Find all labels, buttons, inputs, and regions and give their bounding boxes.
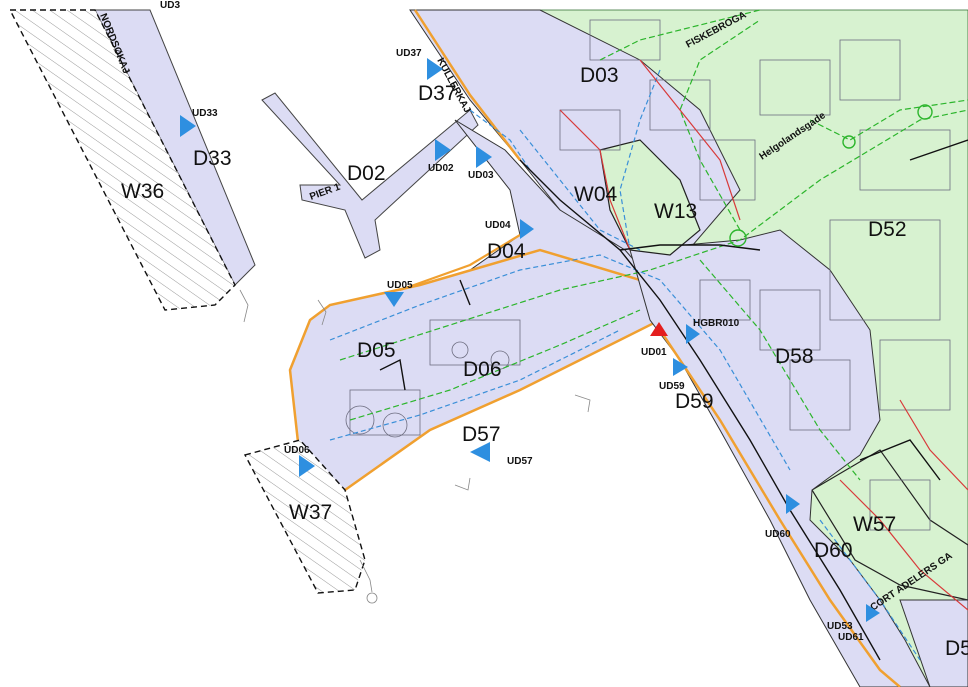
zone-label-d03: D03 <box>580 64 619 87</box>
outlet-label-ud59: UD59 <box>659 381 685 392</box>
zone-label-d05: D05 <box>357 339 396 362</box>
outlet-label-ud01: UD01 <box>641 347 667 358</box>
zone-label-w36: W36 <box>121 180 164 203</box>
outlet-marker-ud33[interactable] <box>180 115 196 137</box>
district-d5-corner <box>899 599 968 687</box>
outlet-label-ud57: UD57 <box>507 456 533 467</box>
street-label-top-partial: UD3 <box>160 0 180 11</box>
hatched-area-w37 <box>243 439 366 594</box>
outlet-label-ud04: UD04 <box>485 220 511 231</box>
outlet-label-ud33: UD33 <box>192 108 218 119</box>
zone-label-w13: W13 <box>654 200 697 223</box>
outlet-label-ud03: UD03 <box>468 170 494 181</box>
outlet-label-ud05: UD05 <box>387 280 413 291</box>
outlet-marker-ud06[interactable] <box>299 455 315 477</box>
outlet-label-ud37: UD37 <box>396 48 422 59</box>
outlet-marker-ud01[interactable] <box>650 322 668 336</box>
pipe-network-black <box>379 139 968 661</box>
zone-label-d02: D02 <box>347 162 386 185</box>
boundary-orange-east <box>658 329 901 687</box>
zone-label-d60: D60 <box>814 539 853 562</box>
zone-label-d58: D58 <box>775 345 814 368</box>
hatched-area-w36 <box>8 9 236 311</box>
zone-label-d59: D59 <box>675 390 714 413</box>
quay-details <box>239 289 591 604</box>
outlet-marker-ud37[interactable] <box>427 58 443 80</box>
boundary-orange-main <box>413 9 521 161</box>
zone-label-w37: W37 <box>289 501 332 524</box>
outlet-marker-ud05[interactable] <box>384 292 404 307</box>
pipe-network-blue <box>329 69 921 661</box>
outlet-marker-ud02[interactable] <box>435 139 451 161</box>
outlet-marker-ud60[interactable] <box>786 494 800 514</box>
zone-label-d5: D5 <box>945 637 968 660</box>
outlet-marker-hgbr010[interactable] <box>686 324 700 344</box>
zone-label-d33: D33 <box>193 147 232 170</box>
outlet-label-ud61: UD61 <box>838 632 864 643</box>
district-d02-pier <box>261 92 479 259</box>
building-outlines <box>345 19 951 531</box>
outlet-label-ud06: UD06 <box>284 445 310 456</box>
outlet-label-ud02: UD02 <box>428 163 454 174</box>
zone-label-d37: D37 <box>418 82 457 105</box>
outlet-label-hgbr010: HGBR010 <box>693 318 740 329</box>
pipe-network-red <box>559 59 968 611</box>
boundary-orange-d04 <box>399 234 521 292</box>
outlet-marker-ud53[interactable] <box>866 604 880 622</box>
zone-label-d52: D52 <box>868 218 907 241</box>
outlet-marker-ud57[interactable] <box>470 442 490 462</box>
outlet-marker-ud04[interactable] <box>520 219 534 239</box>
outlet-label-ud60: UD60 <box>765 529 791 540</box>
zone-label-w04: W04 <box>574 183 618 206</box>
zone-label-d06: D06 <box>463 358 502 381</box>
zone-label-w57: W57 <box>853 513 896 536</box>
outlet-label-ud53: UD53 <box>827 621 853 632</box>
outlet-marker-ud59[interactable] <box>673 358 688 376</box>
green-block-w57 <box>811 449 968 601</box>
zone-label-d04: D04 <box>487 240 526 263</box>
district-w04-w13 <box>599 139 701 256</box>
outlet-marker-ud03[interactable] <box>476 146 492 168</box>
zone-label-d57: D57 <box>462 423 501 446</box>
pipe-nodes <box>729 104 933 247</box>
pipe-network-green <box>339 9 968 481</box>
